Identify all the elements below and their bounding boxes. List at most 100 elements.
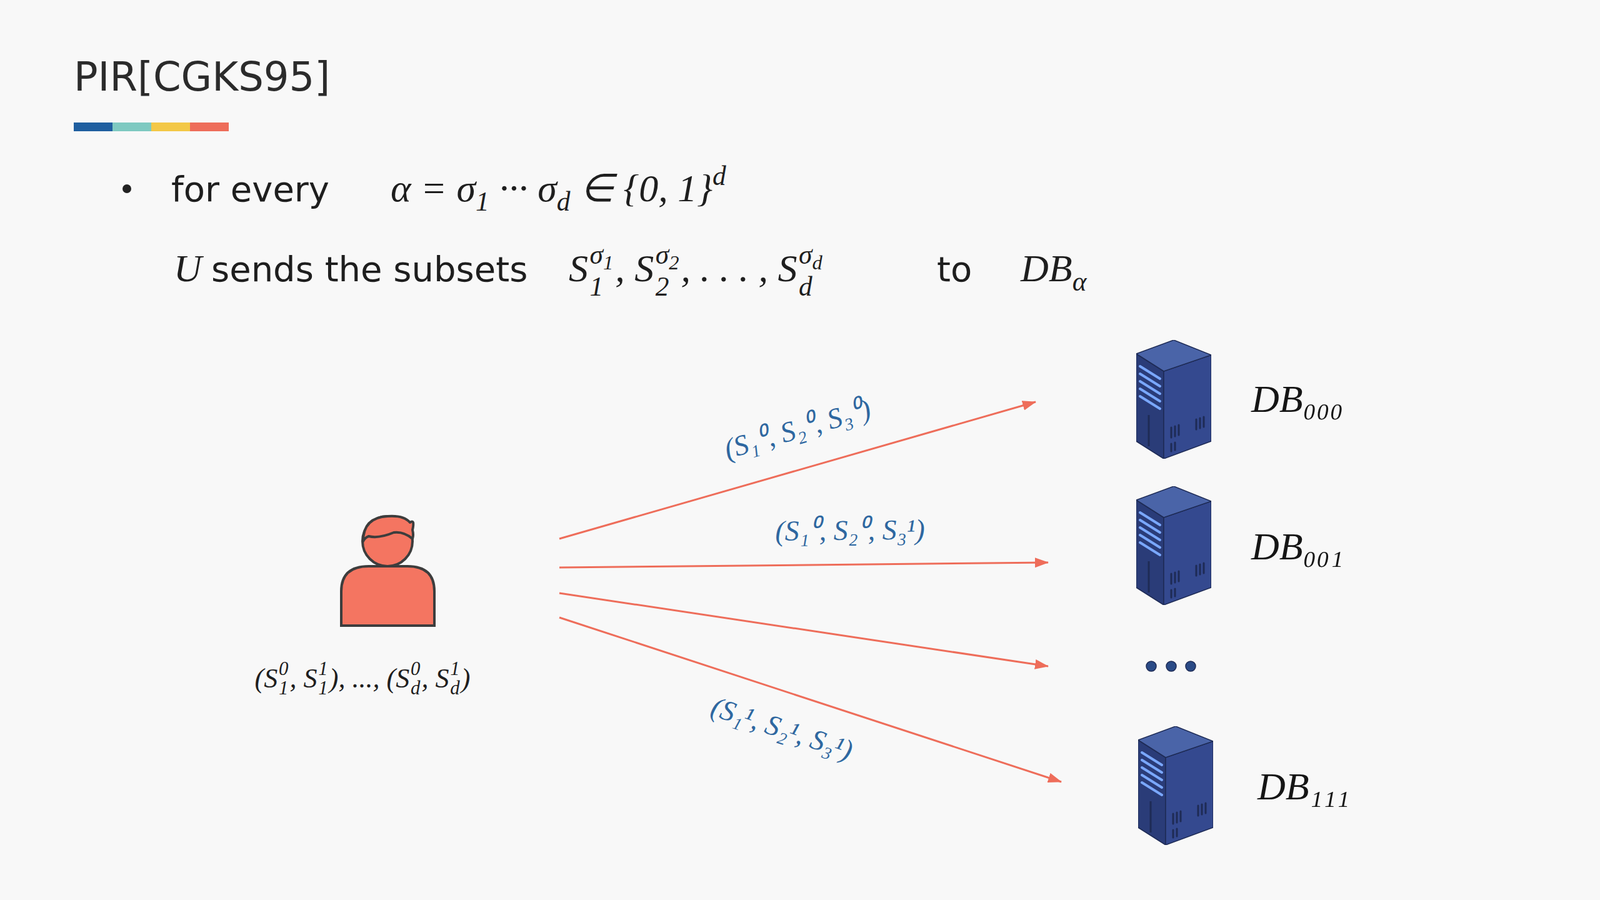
math-part: for every — [171, 167, 330, 212]
server-node: DB₁₁₁ — [1061, 726, 1356, 846]
math-part: U — [173, 244, 202, 294]
math-text: DB — [1020, 246, 1073, 290]
superscript-row: σd — [798, 241, 823, 274]
edge-label: (S₁⁰, S₂⁰, S₃¹) — [775, 513, 925, 547]
math-part: DB — [1020, 244, 1073, 294]
nested-subscript: d — [811, 252, 822, 274]
math-part: σ11 — [589, 241, 614, 301]
math-text: , S — [615, 246, 654, 290]
text-segment: α = σ1··· σd∈ {0, 1}d — [390, 158, 727, 219]
bullet-text: to — [936, 248, 972, 290]
superscript-row: σ2 — [655, 241, 680, 274]
subset-pairs: ) — [461, 663, 471, 694]
server-label: DB₀₀₁ — [1251, 524, 1344, 569]
subscript-row: d — [410, 678, 420, 699]
math-text: 1 — [475, 186, 490, 217]
query-arrow — [559, 562, 1049, 568]
server-icon — [1136, 340, 1214, 845]
math-part: S — [568, 244, 589, 294]
subscript-row: d — [798, 273, 823, 300]
user-node: (S01, S11), ..., (S0d, S1d) — [212, 512, 560, 707]
math-part: σdd — [798, 241, 823, 301]
superscript-row: σ1 — [589, 241, 614, 274]
math-part: ) — [461, 662, 471, 696]
math-part: , S — [421, 662, 450, 696]
subset-pairs: 1 — [318, 658, 328, 680]
math-part: (S — [255, 662, 279, 696]
text-segment: U — [173, 244, 202, 294]
math-part: d — [712, 158, 727, 193]
superscript-row: 0 — [410, 659, 420, 679]
math-text: 1 — [589, 271, 604, 302]
superscript-row: 1 — [450, 659, 460, 679]
math-part: 1d — [450, 659, 460, 699]
slide-title: PIR[CGKS95] — [73, 56, 330, 97]
math-text: d — [556, 186, 571, 217]
bullet-text: for every — [171, 168, 330, 210]
superscript-row: 0 — [278, 659, 289, 679]
subset-pairs: ), ..., (S — [329, 663, 410, 694]
math-text: S — [568, 246, 589, 290]
subset-pairs: 1 — [450, 658, 460, 680]
subset-pairs: d — [410, 677, 420, 699]
subset-pairs: d — [450, 677, 460, 699]
math-part: 1 — [475, 184, 490, 219]
edge-label-box: (S₁⁰, S₂⁰, S₃¹) — [775, 514, 925, 548]
subset-pairs: 0 — [278, 658, 289, 680]
text-segment: for every — [171, 167, 330, 212]
subset-pairs: (S — [255, 663, 279, 694]
edge-label-box: (S₁⁰, S₂⁰, S₃⁰) — [720, 393, 875, 465]
subscript-row: 1 — [318, 678, 328, 699]
text-segment: Sσ11, Sσ22, . . . , Sσdd — [568, 241, 825, 301]
nested-subscript: 2 — [668, 252, 679, 274]
subset-pairs: 1 — [318, 677, 328, 699]
server-node: DB₀₀₀ — [1035, 340, 1350, 457]
title-underline — [73, 122, 229, 132]
text-line: for everyα = σ1··· σd∈ {0, 1}d — [0, 158, 727, 219]
subset-pairs: , S — [421, 663, 450, 694]
math-text: α = σ — [390, 166, 476, 210]
user-icon — [341, 516, 435, 626]
math-text: σ — [798, 239, 812, 270]
subscript-row: 1 — [589, 273, 614, 300]
math-text: , . . . , S — [681, 246, 798, 290]
text-line: Usends the subsetsSσ11, Sσ22, . . . , Sσ… — [0, 241, 1087, 301]
bullet-dot — [122, 184, 132, 194]
subscript-row: 2 — [655, 273, 680, 300]
math-part: ), ..., (S — [329, 662, 410, 696]
subset-pairs: , S — [290, 663, 318, 694]
math-text: ∈ {0, 1} — [580, 166, 713, 210]
math-part: d — [556, 184, 571, 219]
subset-pairs: 0 — [410, 658, 420, 680]
math-part: to — [936, 247, 972, 292]
nested-subscript: 1 — [603, 252, 614, 274]
math-part: 11 — [318, 659, 328, 699]
user-caption: (S01, S11), ..., (S0d, S1d) — [255, 659, 471, 699]
text-segment: DBα — [1020, 244, 1087, 299]
math-text: σ — [589, 239, 603, 270]
subscript-row: d — [450, 678, 460, 699]
math-text: ··· σ — [498, 166, 557, 210]
query-arrow — [559, 617, 1062, 782]
math-text: α — [1072, 266, 1087, 297]
math-part: α = σ — [390, 164, 476, 214]
math-part: sends the subsets — [211, 247, 528, 292]
math-text: σ — [655, 239, 669, 270]
math-text: d — [712, 160, 727, 191]
connectors — [559, 401, 1062, 782]
math-part: ··· σ — [498, 164, 557, 214]
math-text: 2 — [655, 271, 670, 302]
subset-pairs: 1 — [278, 677, 289, 699]
math-part: σ22 — [655, 241, 680, 301]
math-text: 1 — [603, 251, 614, 274]
math-part: , . . . , S — [681, 244, 798, 294]
subscript-row: 1 — [278, 678, 289, 699]
text-segment: to — [936, 247, 972, 292]
math-text: d — [811, 251, 822, 274]
superscript-row: 1 — [318, 659, 328, 679]
math-part: , S — [290, 662, 318, 696]
math-text: U — [173, 246, 202, 290]
math-part: ∈ {0, 1} — [580, 164, 713, 214]
